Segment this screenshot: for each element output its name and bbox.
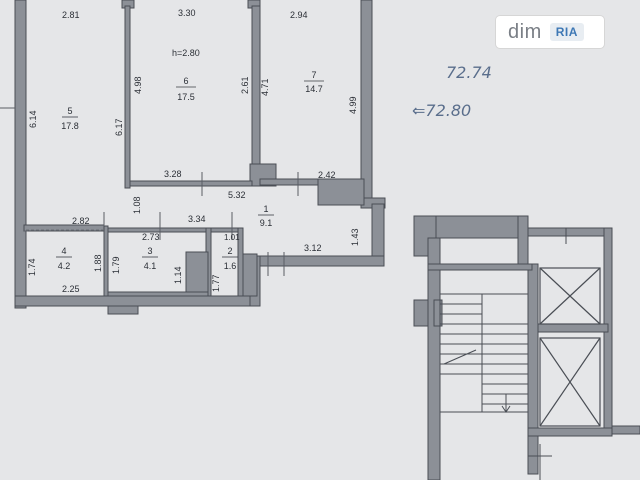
room-7-area: 14.7 [305, 84, 323, 94]
dim-hall-bottom: 3.12 [304, 243, 322, 253]
opening-marks [0, 107, 299, 276]
dim-room6-bottom: 3.28 [164, 169, 182, 179]
watermark-brand: dim [508, 20, 542, 43]
handwritten-area-total: 72.74 [446, 63, 492, 82]
dim-top-left: 2.81 [62, 10, 80, 20]
room-6-id: 6 [183, 76, 188, 86]
ceiling-height: h=2.80 [172, 48, 200, 58]
dim-room2-left: 1.77 [211, 274, 221, 292]
dim-room6-left: 4.98 [133, 76, 143, 94]
dim-room4-right: 1.88 [93, 254, 103, 272]
room-3-id: 3 [147, 246, 152, 256]
watermark-logo: dim RIA [496, 16, 604, 48]
room-2-area: 1.6 [224, 261, 237, 271]
dim-hall-right: 1.43 [350, 228, 360, 246]
dim-hall-left: 1.08 [132, 196, 142, 214]
room-5-id: 5 [67, 106, 72, 116]
dim-room6-right: 2.61 [240, 76, 250, 94]
room-labels: 5 17.8 6 17.5 7 14.7 1 9.1 4 4.2 3 4.1 2… [56, 70, 324, 271]
room-4-area: 4.2 [58, 261, 71, 271]
dim-room5-left: 6.14 [28, 110, 38, 128]
dimension-labels: 2.81 3.30 2.94 h=2.80 6.14 6.17 4.98 2.6… [27, 8, 360, 294]
room-6-area: 17.5 [177, 92, 195, 102]
dim-room7-bottom: 2.42 [318, 170, 336, 180]
dim-room7-left: 4.71 [260, 78, 270, 96]
apartment-walls [14, 0, 386, 315]
dim-hall-top: 5.32 [228, 190, 246, 200]
handwritten-area-note: ⇐72.80 [412, 101, 471, 120]
room-1-area: 9.1 [260, 218, 273, 228]
dim-top-mid: 3.30 [178, 8, 196, 18]
dim-top-right: 2.94 [290, 10, 308, 20]
dim-room4-top: 2.82 [72, 216, 90, 226]
stairwell-block [413, 215, 640, 480]
dim-hall-mid: 3.34 [188, 214, 206, 224]
room-5-area: 17.8 [61, 121, 79, 131]
dim-room4-bottom: 2.25 [62, 284, 80, 294]
dim-room3-right: 1.14 [173, 266, 183, 284]
dim-room7-right: 4.99 [348, 96, 358, 114]
dim-room3-left: 1.79 [111, 256, 121, 274]
watermark-badge: RIA [549, 23, 584, 41]
room-3-area: 4.1 [144, 261, 157, 271]
room-2-id: 2 [227, 246, 232, 256]
dim-room4-left: 1.74 [27, 258, 37, 276]
dim-room5-right: 6.17 [114, 118, 124, 136]
room-1-id: 1 [263, 204, 268, 214]
dim-room3-top: 2.73 [142, 232, 160, 242]
room-7-id: 7 [311, 70, 316, 80]
dim-room2-top: 1.01 [224, 233, 240, 242]
room-4-id: 4 [61, 246, 66, 256]
